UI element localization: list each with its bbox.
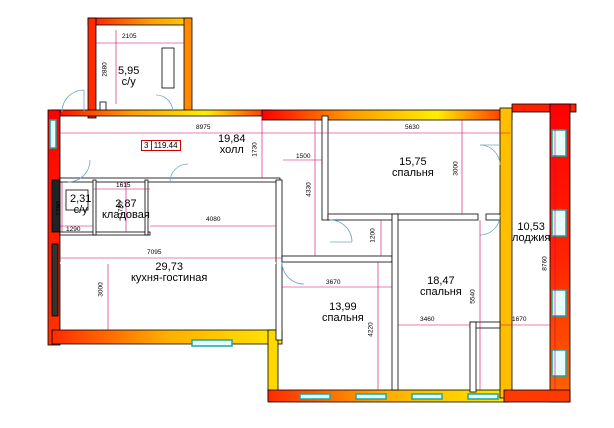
dim-3000-b: 3000 — [97, 282, 105, 297]
room-area: 2,31 — [70, 193, 92, 205]
room-kitchen: 29,73 кухня-гостиная — [131, 262, 207, 284]
dim-1730: 1730 — [251, 142, 259, 157]
room-storage: 2,87 кладовая — [102, 199, 150, 221]
dim-5630: 5630 — [405, 124, 420, 131]
room-hall: 19,84 холл — [218, 134, 246, 156]
dim-3670: 3670 — [326, 279, 341, 286]
bathroom-top-walls — [87, 17, 193, 119]
room-area: 5,95 — [118, 65, 140, 77]
room-name: лоджия — [512, 232, 551, 244]
dim-8760: 8760 — [541, 256, 549, 271]
windows — [49, 119, 567, 400]
room-name: с/у — [121, 76, 136, 88]
room-area: 13,99 — [329, 301, 357, 313]
room-bathroom-top: 5,95 с/у — [118, 66, 139, 88]
room-area: 2,87 — [115, 198, 137, 210]
dimension-lines — [60, 30, 556, 390]
dim-1500: 1500 — [296, 153, 311, 160]
dim-7095: 7095 — [147, 249, 162, 256]
room-name: кухня-гостиная — [131, 272, 208, 284]
room-area: 29,73 — [155, 261, 183, 273]
dim-5540: 5540 — [469, 289, 477, 304]
room-bedroom-3: 13,99 спальня — [322, 302, 364, 324]
flat-number: 3 — [144, 141, 149, 150]
room-area: 10,53 — [517, 221, 545, 233]
dim-2105: 2105 — [122, 33, 137, 40]
dim-1290: 1290 — [66, 226, 81, 233]
interior-walls — [59, 115, 501, 393]
room-name: спальня — [322, 312, 364, 324]
dim-3000-a: 3000 — [452, 161, 460, 176]
room-loggia: 10,53 лоджия — [512, 222, 550, 244]
outer-walls — [47, 103, 577, 403]
dim-1670: 1670 — [512, 316, 527, 323]
room-bedroom-2: 18,47 спальня — [420, 276, 462, 298]
room-name: спальня — [392, 167, 434, 179]
room-area: 19,84 — [218, 133, 246, 145]
room-name: кладовая — [102, 209, 150, 221]
room-bathroom-2: 2,31 с/у — [70, 194, 91, 216]
dim-8975: 8975 — [196, 124, 211, 131]
fixtures — [51, 47, 175, 317]
dim-4220: 4220 — [367, 322, 375, 337]
dim-1200: 1200 — [369, 228, 377, 243]
room-name: холл — [219, 144, 244, 156]
doors — [61, 89, 501, 285]
dim-4080: 4080 — [206, 216, 221, 223]
room-area: 15,75 — [399, 156, 427, 168]
dim-1615: 1615 — [116, 182, 131, 189]
dim-3460: 3460 — [420, 316, 435, 323]
room-area: 18,47 — [427, 275, 455, 287]
flat-tag: 3 119.44 — [141, 140, 181, 151]
dim-4330: 4330 — [305, 182, 313, 197]
flat-total-area: 119.44 — [150, 141, 178, 150]
dim-2880: 2880 — [101, 62, 109, 77]
dim-1780-a: 1780 — [55, 201, 63, 216]
room-bedroom-1: 15,75 спальня — [392, 157, 434, 179]
room-name: с/у — [73, 204, 88, 216]
room-name: спальня — [420, 286, 462, 298]
